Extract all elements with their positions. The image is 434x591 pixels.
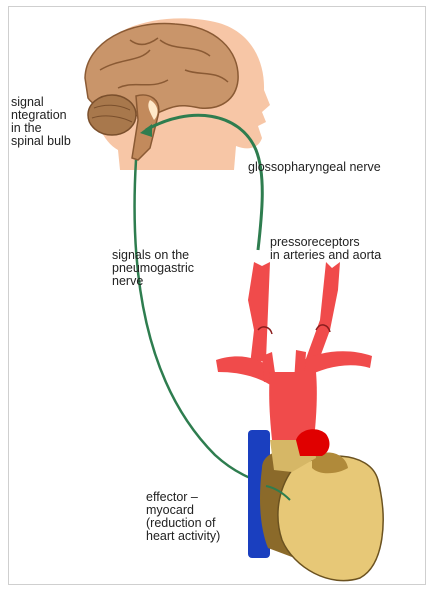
- cerebellum: [88, 95, 136, 135]
- label-pressoreceptors: pressoreceptors in arteries and aorta: [270, 236, 381, 262]
- heart: [260, 440, 383, 581]
- label-pneumogastric-nerve: signals on the pneumogastric nerve: [112, 249, 194, 288]
- arteries: [216, 262, 372, 440]
- label-glossopharyngeal-nerve: glossopharyngeal nerve: [248, 161, 381, 174]
- aortic-arch: [296, 429, 329, 456]
- label-signal-integration: signal ntegration in the spinal bulb: [11, 96, 71, 148]
- label-effector-myocard: effector – myocard (reduction of heart a…: [146, 491, 220, 543]
